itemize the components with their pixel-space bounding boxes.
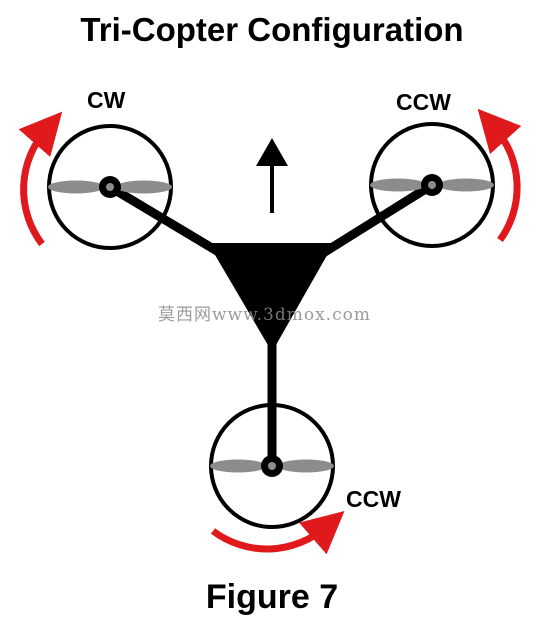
motor-front-left-direction: CW bbox=[87, 87, 126, 113]
motor-rear-direction: CCW bbox=[346, 486, 401, 512]
frame-body bbox=[208, 243, 334, 352]
rotation-arrow-ccw-right-icon bbox=[477, 108, 522, 243]
propeller-front-left-icon bbox=[48, 176, 172, 198]
rotation-arrow-cw-icon bbox=[18, 111, 63, 247]
motor-front-right bbox=[369, 108, 522, 248]
figure-caption: Figure 7 bbox=[205, 578, 339, 616]
rotation-arrow-ccw-rear-icon bbox=[210, 510, 345, 555]
propeller-rear-icon bbox=[210, 455, 334, 477]
watermark: 莫西网www.3dmox.com bbox=[158, 305, 371, 325]
forward-arrow-icon bbox=[256, 138, 288, 213]
arm-front-right bbox=[307, 180, 437, 265]
motor-rear bbox=[209, 403, 345, 555]
motor-front-left bbox=[18, 111, 173, 250]
diagram-title: Tri-Copter Configuration bbox=[80, 11, 464, 48]
propeller-front-right-icon bbox=[370, 174, 494, 196]
motor-front-right-direction: CCW bbox=[396, 89, 451, 115]
